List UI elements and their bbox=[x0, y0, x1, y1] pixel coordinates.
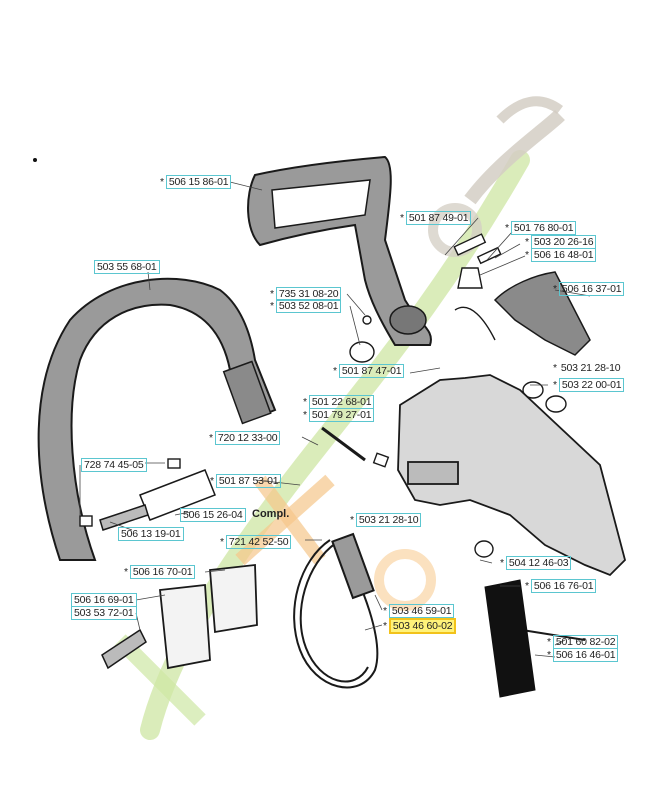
part-number: 501 22 68-01 bbox=[308, 395, 375, 409]
part-number: 503 21 28-10 bbox=[560, 362, 621, 374]
part-label[interactable]: *503 21 28-10 bbox=[553, 362, 622, 374]
part-label[interactable]: 728 74 45-05 bbox=[81, 458, 147, 472]
star-marker: * bbox=[400, 212, 404, 224]
part-label[interactable]: *501 87 53-01 bbox=[210, 474, 282, 488]
part-number: 504 12 46-03 bbox=[505, 556, 572, 570]
part-number: 501 76 80-01 bbox=[510, 221, 577, 235]
part-number: 506 16 70-01 bbox=[129, 565, 196, 579]
part-label-highlighted[interactable]: *503 46 60-02 bbox=[383, 618, 457, 634]
part-label[interactable]: *506 16 70-01 bbox=[124, 565, 196, 579]
star-marker: * bbox=[270, 288, 274, 300]
part-label[interactable]: *506 16 46-01 bbox=[547, 648, 619, 662]
star-marker: * bbox=[303, 396, 307, 408]
part-number: 506 16 76-01 bbox=[530, 579, 597, 593]
part-label[interactable]: *503 21 28-10 bbox=[350, 513, 422, 527]
star-marker: * bbox=[525, 249, 529, 261]
brake-lever-art bbox=[247, 155, 432, 346]
part-number: 506 15 86-01 bbox=[165, 175, 232, 189]
star-marker: * bbox=[383, 605, 387, 617]
part-number: 503 22 00-01 bbox=[558, 378, 625, 392]
part-number-highlighted: 503 46 60-02 bbox=[388, 618, 457, 634]
part-label[interactable]: 506 16 69-01 bbox=[71, 593, 137, 607]
part-label[interactable]: *735 31 08-20 bbox=[270, 287, 342, 301]
star-marker: * bbox=[547, 636, 551, 648]
part-number: 501 87 53-01 bbox=[215, 474, 282, 488]
star-marker: * bbox=[160, 176, 164, 188]
part-label[interactable]: *506 15 86-01 bbox=[160, 175, 232, 189]
star-marker: * bbox=[209, 432, 213, 444]
part-label[interactable]: *503 20 26-16 bbox=[525, 235, 597, 249]
part-label[interactable]: *504 12 46-03 bbox=[500, 556, 572, 570]
part-number: 506 16 48-01 bbox=[530, 248, 597, 262]
part-label[interactable]: *506 16 48-01 bbox=[525, 248, 597, 262]
star-marker: * bbox=[383, 620, 387, 632]
part-label[interactable]: 503 55 68-01 bbox=[94, 260, 160, 274]
star-marker: * bbox=[525, 580, 529, 592]
part-label[interactable]: *501 22 68-01 bbox=[303, 395, 375, 409]
star-marker: * bbox=[333, 365, 337, 377]
spring-assembly-art bbox=[99, 469, 216, 670]
front-handle-art bbox=[37, 277, 277, 561]
star-marker: * bbox=[303, 409, 307, 421]
part-number: 728 74 45-05 bbox=[81, 458, 147, 472]
part-number: 506 16 37-01 bbox=[558, 282, 625, 296]
part-number: 720 12 33-00 bbox=[214, 431, 281, 445]
part-number: 506 16 46-01 bbox=[552, 648, 619, 662]
part-label[interactable]: *501 79 27-01 bbox=[303, 408, 375, 422]
star-marker: * bbox=[270, 300, 274, 312]
brake-band-art bbox=[293, 532, 379, 689]
part-number: 506 16 69-01 bbox=[71, 593, 137, 607]
part-label[interactable]: *503 52 08-01 bbox=[270, 299, 342, 313]
part-label[interactable]: *501 87 47-01 bbox=[333, 364, 405, 378]
star-marker: * bbox=[553, 283, 557, 295]
clutch-cover-art bbox=[397, 374, 627, 577]
part-label[interactable]: *720 12 33-00 bbox=[209, 431, 281, 445]
part-number: 501 79 27-01 bbox=[308, 408, 375, 422]
part-label[interactable]: 506 15 26-04 bbox=[180, 508, 246, 522]
part-number: 501 87 47-01 bbox=[338, 364, 405, 378]
shim-plates-art bbox=[159, 563, 258, 670]
part-number: 501 87 49-01 bbox=[405, 211, 472, 225]
star-marker: * bbox=[210, 475, 214, 487]
part-number: 503 52 08-01 bbox=[275, 299, 342, 313]
part-number: 735 31 08-20 bbox=[275, 287, 342, 301]
star-marker: * bbox=[124, 566, 128, 578]
part-label[interactable]: 506 13 19-01 bbox=[118, 527, 184, 541]
pad-art bbox=[484, 579, 536, 698]
part-number: 506 15 26-04 bbox=[180, 508, 246, 522]
part-number: 503 53 72-01 bbox=[71, 606, 137, 620]
part-label[interactable]: *501 60 82-02 bbox=[547, 635, 619, 649]
part-number: 503 46 59-01 bbox=[388, 604, 455, 618]
part-number: 501 60 82-02 bbox=[552, 635, 619, 649]
star-marker: * bbox=[500, 557, 504, 569]
part-number: 503 55 68-01 bbox=[94, 260, 160, 274]
star-marker: * bbox=[547, 649, 551, 661]
part-number: 506 13 19-01 bbox=[118, 527, 184, 541]
part-number: 503 20 26-16 bbox=[530, 235, 597, 249]
star-marker: * bbox=[553, 362, 557, 374]
part-label[interactable]: *501 76 80-01 bbox=[505, 221, 577, 235]
star-marker: * bbox=[525, 236, 529, 248]
star-marker: * bbox=[350, 514, 354, 526]
part-label[interactable]: *506 16 76-01 bbox=[525, 579, 597, 593]
part-label[interactable]: *501 87 49-01 bbox=[400, 211, 472, 225]
star-marker: * bbox=[220, 536, 224, 548]
part-label[interactable]: *506 16 37-01 bbox=[553, 282, 625, 296]
part-label[interactable]: *721 42 52-50 bbox=[220, 535, 292, 549]
star-marker: * bbox=[553, 379, 557, 391]
cover-plate-art bbox=[493, 271, 591, 356]
part-label[interactable]: *503 46 59-01 bbox=[383, 604, 455, 618]
star-marker: * bbox=[505, 222, 509, 234]
part-label[interactable]: 503 53 72-01 bbox=[71, 606, 137, 620]
part-label[interactable]: *503 22 00-01 bbox=[553, 378, 625, 392]
leader-lines bbox=[79, 181, 591, 658]
compl-note: Compl. bbox=[252, 508, 290, 520]
part-number: 503 21 28-10 bbox=[355, 513, 422, 527]
part-number: 721 42 52-50 bbox=[225, 535, 292, 549]
